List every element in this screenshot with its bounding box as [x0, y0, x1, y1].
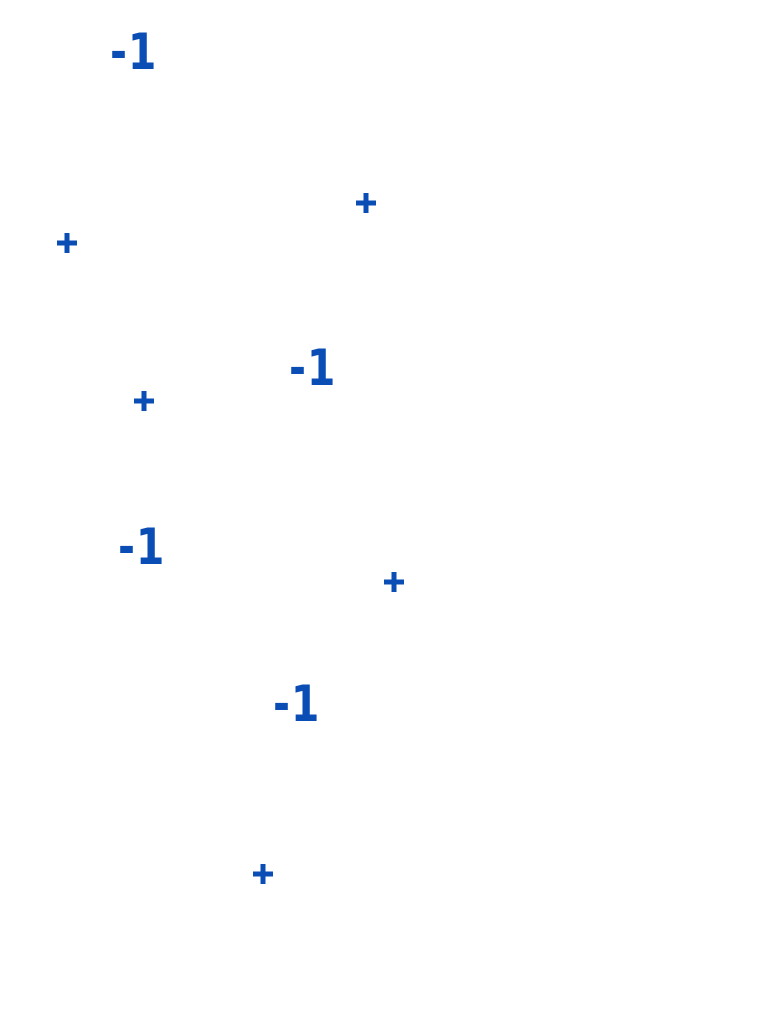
score-popup: -1	[289, 339, 337, 397]
score-popup: -1	[118, 518, 166, 576]
plus-icon[interactable]	[356, 193, 376, 213]
plus-icon[interactable]	[384, 572, 404, 592]
plus-icon[interactable]	[253, 864, 273, 884]
plus-icon[interactable]	[57, 233, 77, 253]
plus-icon[interactable]	[134, 391, 154, 411]
score-popup: -1	[273, 675, 321, 733]
score-popup: -1	[110, 23, 158, 81]
